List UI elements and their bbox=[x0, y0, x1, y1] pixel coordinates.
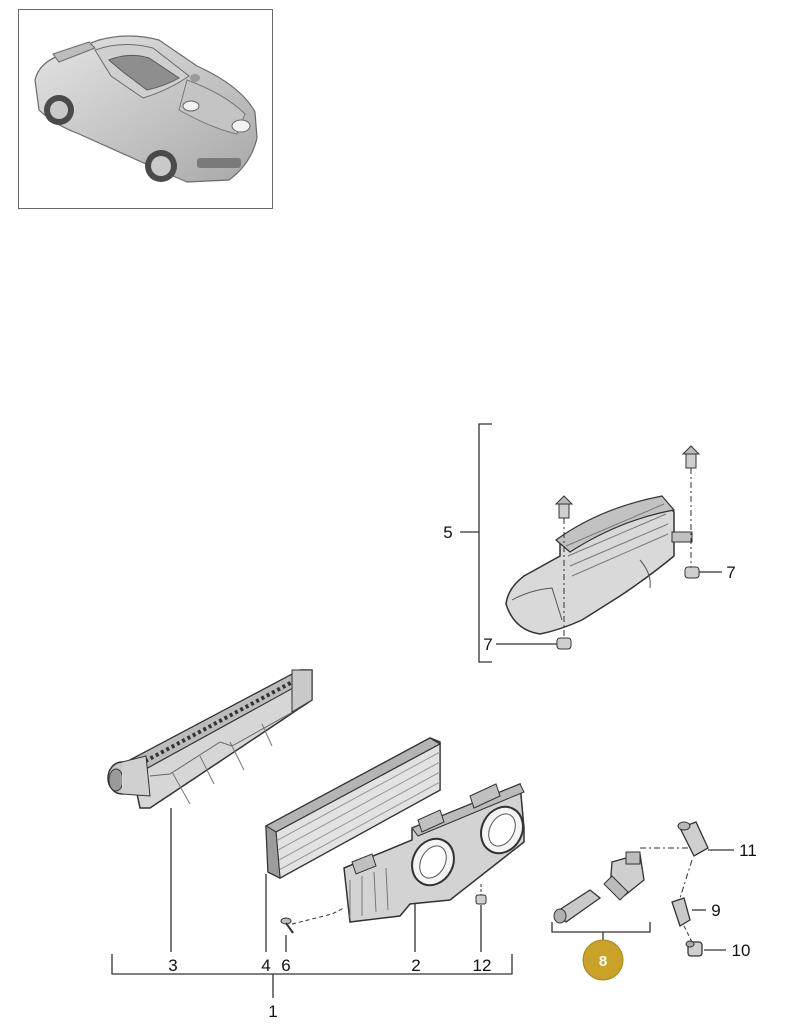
grommet-icon bbox=[684, 566, 700, 579]
callout-1: 1 bbox=[268, 1002, 277, 1021]
elbow-fitting-icon bbox=[685, 940, 703, 957]
bolt-icon bbox=[554, 495, 574, 519]
lower-housing-part-2 bbox=[343, 782, 525, 923]
callout-7-right: 7 bbox=[726, 563, 735, 582]
clip-icon bbox=[475, 894, 487, 905]
callout-11: 11 bbox=[739, 841, 757, 860]
intake-housing-part-3 bbox=[107, 669, 313, 809]
callout-10: 10 bbox=[732, 941, 751, 960]
callout-2: 2 bbox=[411, 956, 420, 975]
grommet-icon bbox=[556, 637, 572, 650]
sports-coupe-car-icon bbox=[34, 35, 258, 183]
callout-8: 8 bbox=[599, 953, 607, 970]
vehicle-thumbnail-frame bbox=[18, 9, 273, 209]
connector-icon bbox=[677, 821, 709, 857]
screw-icon bbox=[280, 917, 294, 934]
sensor-module-icon bbox=[603, 851, 645, 901]
bolt-icon bbox=[681, 445, 701, 469]
callout-8-badge bbox=[582, 939, 624, 981]
air-duct-part-5 bbox=[505, 495, 693, 635]
callout-6: 6 bbox=[281, 956, 290, 975]
air-filter-part-4 bbox=[264, 737, 442, 879]
hose-icon bbox=[671, 897, 691, 927]
callout-9: 9 bbox=[711, 901, 720, 920]
callout-5: 5 bbox=[443, 523, 452, 542]
callout-3: 3 bbox=[168, 956, 177, 975]
callout-12: 12 bbox=[473, 956, 492, 975]
sensor-hose-icon bbox=[553, 889, 602, 924]
callout-7-left: 7 bbox=[483, 635, 492, 654]
callout-4: 4 bbox=[261, 956, 270, 975]
